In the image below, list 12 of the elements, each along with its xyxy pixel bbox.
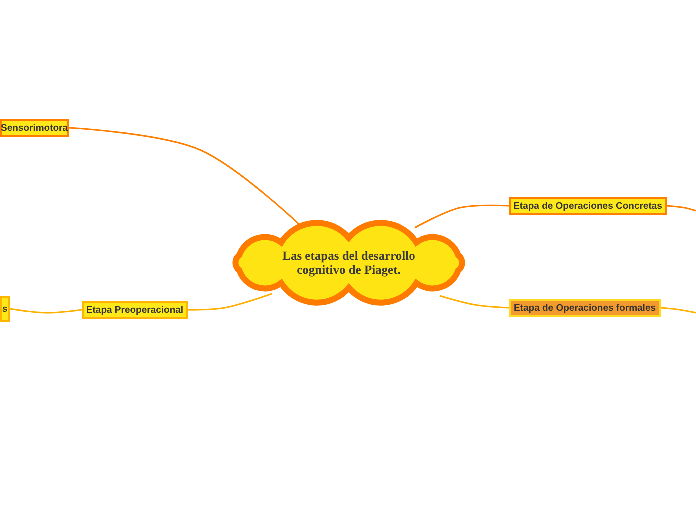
topic-box: s bbox=[0, 296, 10, 322]
connector-line bbox=[440, 295, 510, 309]
connector-line bbox=[188, 293, 272, 311]
topic-box: Sensorimotora bbox=[0, 119, 69, 137]
connector-line bbox=[660, 307, 696, 314]
central-topic-text: Las etapas del desarrollo cognitivo de Piaget. bbox=[282, 248, 416, 278]
topic-box: Etapa Preoperacional bbox=[82, 301, 188, 319]
connector-line bbox=[414, 204, 510, 229]
connector-line bbox=[10, 308, 82, 314]
connector-line bbox=[666, 205, 696, 212]
topic-box: Etapa de Operaciones formales bbox=[509, 299, 661, 317]
topic-box: Etapa de Operaciones Concretas bbox=[509, 197, 667, 215]
